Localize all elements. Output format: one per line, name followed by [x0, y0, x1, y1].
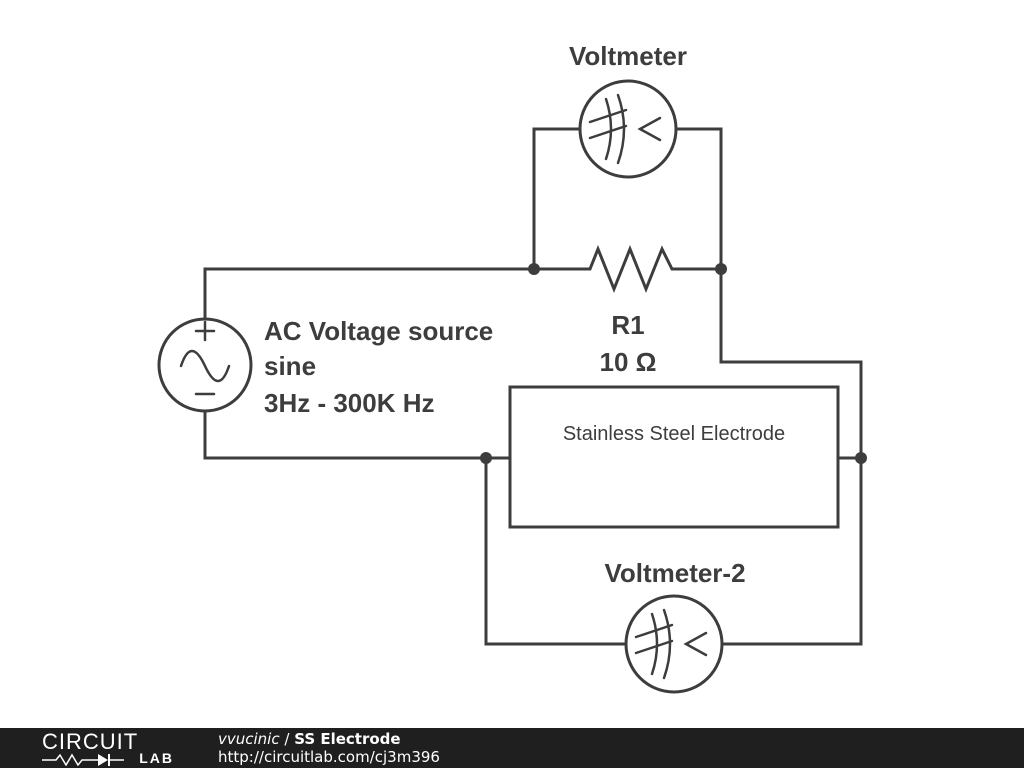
wires: [203, 127, 863, 646]
junction-node: [480, 452, 492, 464]
junction-node: [855, 452, 867, 464]
electrode-box: [508, 385, 840, 529]
resistor-value-label: 10 Ω: [600, 347, 657, 377]
junction-node: [528, 263, 540, 275]
junction-nodes: [480, 263, 867, 464]
circuit-schematic: Voltmeter Voltmeter-2 AC Voltage source …: [157, 41, 867, 694]
wire-resistor-right: [674, 267, 863, 646]
wire-source-bottom: [203, 408, 512, 460]
wire-bottom-voltmeter-left: [484, 456, 628, 646]
resistor-icon: [578, 244, 678, 294]
circuit-byline: vvucinic / SS Electrode: [218, 730, 440, 748]
voltmeter-bottom-label: Voltmeter-2: [604, 558, 745, 588]
voltmeter-top-label: Voltmeter: [569, 41, 687, 71]
byline-separator: /: [279, 730, 295, 748]
voltmeter-icon: [624, 594, 724, 694]
junction-node: [715, 263, 727, 275]
voltmeter-icon: [578, 79, 678, 179]
ac-source-icon: [157, 317, 253, 413]
logo-resistor-diode-icon: [42, 753, 124, 766]
circuit-meta: vvucinic / SS Electrode http://circuitla…: [218, 730, 440, 766]
logo-text-bottom: LAB: [139, 750, 174, 766]
wire-source-to-resistor: [203, 267, 582, 322]
author-name[interactable]: vvucinic: [218, 730, 280, 748]
source-label-line3: 3Hz - 300K Hz: [264, 388, 435, 418]
electrode-label: Stainless Steel Electrode: [563, 423, 785, 445]
circuit-title[interactable]: SS Electrode: [294, 730, 401, 748]
source-label-line1: AC Voltage source: [264, 316, 493, 346]
logo-text-top: CIRCUIT: [42, 729, 139, 754]
wire-top-voltmeter-loop: [532, 127, 723, 271]
circuitlab-logo-icon: CIRCUIT LAB: [42, 730, 182, 766]
resistor-name-label: R1: [611, 310, 644, 340]
circuit-url[interactable]: http://circuitlab.com/cj3m396: [218, 748, 440, 766]
source-label-line2: sine: [264, 351, 316, 381]
footer-bar: CIRCUIT LAB vvucinic / SS Electrode http…: [0, 728, 1024, 768]
